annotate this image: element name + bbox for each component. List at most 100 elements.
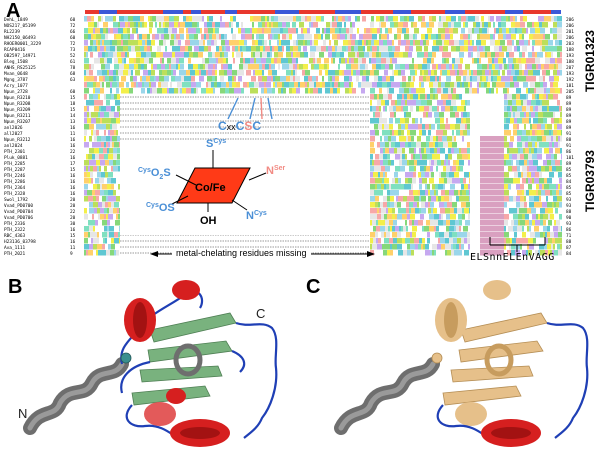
row-start: 16 <box>70 239 76 245</box>
row-start: 66 <box>70 29 76 35</box>
metal-atom <box>120 352 132 364</box>
row-start: 16 <box>70 227 76 233</box>
row-name: Vvad_PD0700 <box>4 203 33 209</box>
row-end: 90 <box>566 215 572 221</box>
row-start: 52 <box>70 53 76 59</box>
row-name: RL2239 <box>4 29 20 35</box>
row-name: Npun_R3208 <box>4 101 31 107</box>
row-name: Mvan_0648 <box>4 71 28 77</box>
row-start: 72 <box>70 23 76 29</box>
row-name: PTH_2336 <box>4 221 26 227</box>
row-start: 78 <box>70 65 76 71</box>
tigr01323-label: TIGR01323 <box>583 30 597 93</box>
row-end: 84 <box>566 179 572 185</box>
row-end: 91 <box>566 131 572 137</box>
row-end: 89 <box>566 113 572 119</box>
row-end: 188 <box>566 59 574 65</box>
row-end: 201 <box>566 29 574 35</box>
row-end: 91 <box>566 143 572 149</box>
row-name: PTH_2286 <box>4 179 26 185</box>
row-name: Npun_R3210 <box>4 95 31 101</box>
red-helices <box>124 280 230 447</box>
row-name: all2027 <box>4 131 23 137</box>
row-start: 15 <box>70 95 76 101</box>
structure-panel-b: N C <box>0 268 290 452</box>
row-start: 16 <box>70 143 76 149</box>
row-name: RBC_4363 <box>4 233 26 239</box>
row-start: 16 <box>70 173 76 179</box>
row-start: 20 <box>70 215 76 221</box>
row-start: 16 <box>70 179 76 185</box>
row-name: PTH_2246 <box>4 173 26 179</box>
alignment-row: PTH_2246 16 85 <box>4 172 572 179</box>
row-name: Vvad_PD0706 <box>4 215 33 221</box>
row-end: 87 <box>566 245 572 251</box>
row-end: 89 <box>566 119 572 125</box>
row-end: 89 <box>566 107 572 113</box>
row-end: 93 <box>566 203 572 209</box>
row-name: OB2597_14971 <box>4 53 36 59</box>
row-name: PTH_2021 <box>4 251 26 257</box>
panel-c-letter: C <box>306 276 321 298</box>
row-end: 88 <box>566 209 572 215</box>
row-name: anl2024 <box>4 143 23 149</box>
row-name: PTH_2322 <box>4 227 26 233</box>
row-end: 101 <box>566 155 574 161</box>
row-name: Bleg_1508 <box>4 59 28 65</box>
row-name: RCAP0416 <box>4 47 26 53</box>
row-end: 181 <box>566 83 574 89</box>
row-end: 89 <box>566 95 572 101</box>
row-start: 15 <box>70 233 76 239</box>
row-start: 15 <box>70 107 76 113</box>
row-start: 20 <box>70 197 76 203</box>
red-helix-c <box>481 419 541 447</box>
oh-label: OH <box>200 215 217 227</box>
row-name: Pluk_0881 <box>4 155 28 161</box>
row-name: Npun_R3211 <box>4 113 31 119</box>
alignment-row: Swol_1792 20 93 <box>4 196 572 203</box>
cys-o2s: CysO2S <box>138 167 171 181</box>
row-start: 60 <box>70 17 76 23</box>
row-name: PTH_2287 <box>4 167 26 173</box>
row-end: 193 <box>566 71 574 77</box>
row-name: anl2026 <box>4 125 23 131</box>
missing-residues-note: metal-chelating residues missing <box>172 248 311 258</box>
row-start: 16 <box>70 125 76 131</box>
row-end: 93 <box>566 221 572 227</box>
row-end: 88 <box>566 137 572 143</box>
row-start: 60 <box>70 89 76 95</box>
row-end: 86 <box>566 149 572 155</box>
row-end: 85 <box>566 173 572 179</box>
row-start: 22 <box>70 149 76 155</box>
row-end: 71 <box>566 233 572 239</box>
row-start: 68 <box>70 71 76 77</box>
row-start: 18 <box>70 101 76 107</box>
row-end: 86 <box>566 227 572 233</box>
row-end: 85 <box>566 185 572 191</box>
row-end: 93 <box>566 197 572 203</box>
row-name: Npun_R3207 <box>4 119 31 125</box>
row-name: Swol_1792 <box>4 197 28 203</box>
n-terminus-label: N <box>18 406 28 421</box>
row-end: 88 <box>566 239 572 245</box>
row-start: 20 <box>70 203 76 209</box>
row-start: 17 <box>70 161 76 167</box>
row-end: 206 <box>566 35 574 41</box>
row-end: 84 <box>566 251 572 257</box>
row-name: NH2150_06493 <box>4 35 36 41</box>
motif-c1: CxxCSC <box>218 119 261 133</box>
alignment-row: Mvan_0648 68 193 <box>4 70 574 77</box>
row-name: ANHS_RS25125 <box>4 65 36 71</box>
row-name: H23136_03798 <box>4 239 36 245</box>
row-start: 15 <box>70 167 76 173</box>
